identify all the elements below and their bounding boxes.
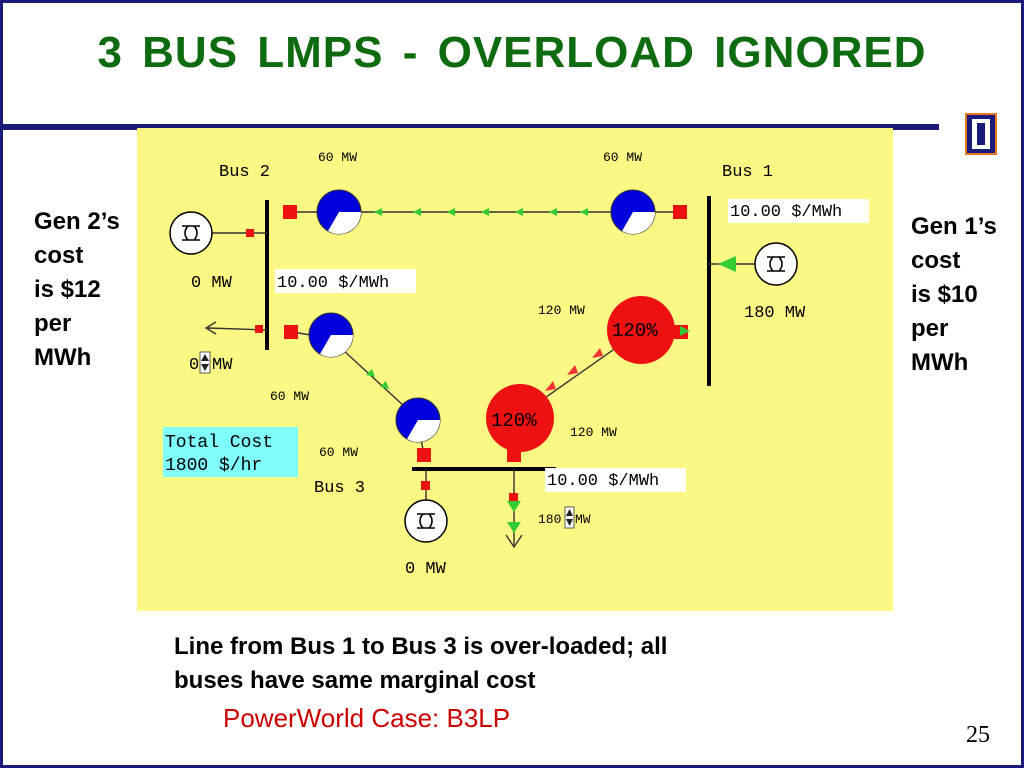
bus1-small-arrow (680, 326, 690, 336)
bus1-lmp: 10.00 $/MWh (730, 203, 842, 222)
gen2-output: 0 MW (191, 274, 233, 293)
breaker-line23-bus2[interactable] (284, 325, 298, 339)
gen1-flow-arrow (718, 256, 736, 272)
line12-pie-bus1 (610, 189, 656, 235)
bus1-label: Bus 1 (722, 163, 773, 182)
bus3-label: Bus 3 (314, 479, 365, 498)
breaker-load2[interactable] (255, 325, 263, 333)
line23-pie-bus2 (308, 312, 354, 358)
line13-flow-bus1: 120 MW (538, 303, 585, 318)
slide-title: 3 BUS LMPS - OVERLOAD IGNORED (97, 28, 927, 77)
breaker-line12-bus1[interactable] (673, 205, 687, 219)
line12-flow-bus1: 60 MW (603, 150, 642, 165)
bus2-label: Bus 2 (219, 163, 270, 182)
bus2-lmp: 10.00 $/MWh (277, 274, 389, 293)
gen2-cost-note: Gen 2’s cost is $12 per MWh (34, 208, 120, 371)
gen3-generator-icon[interactable] (404, 499, 448, 543)
total-cost-box (163, 427, 298, 477)
case-name: PowerWorld Case: B3LP (223, 703, 511, 733)
load3-spinner-icon[interactable] (564, 506, 575, 529)
line-1-3-flow-arrows (545, 348, 603, 391)
university-logo-icon (965, 113, 997, 155)
slide-caption: Line from Bus 1 to Bus 3 is over-loaded;… (174, 633, 668, 694)
gen2-generator-icon[interactable] (169, 211, 213, 255)
line-2-3-flow-arrows (366, 369, 389, 389)
total-cost-value: 1800 $/hr (165, 456, 262, 476)
load2-unit: MW (212, 356, 233, 375)
breaker-gen2[interactable] (246, 229, 254, 237)
gen1-cost-note: Gen 1’s cost is $10 per MWh (911, 213, 997, 376)
line13-flow-bus3: 120 MW (570, 425, 617, 440)
line23-flow-bus3: 60 MW (319, 445, 358, 460)
title-rule (3, 124, 939, 130)
line13-loading-bus3: 120% (491, 410, 537, 432)
breaker-line23-bus3[interactable] (417, 448, 431, 462)
load3-value: 180 (538, 512, 561, 527)
gen1-generator-icon[interactable] (754, 242, 798, 286)
line13-pie-bus3 (486, 384, 554, 452)
gen3-output: 0 MW (405, 560, 447, 579)
gen1-output: 180 MW (744, 304, 806, 323)
load2-value: 0 (189, 356, 199, 375)
breaker-load3[interactable] (509, 493, 518, 502)
page-number: 25 (966, 722, 990, 748)
line12-flow-bus2: 60 MW (318, 150, 357, 165)
breaker-line12-bus2[interactable] (283, 205, 297, 219)
line23-pie-bus3 (395, 397, 441, 443)
line23-flow-bus2: 60 MW (270, 389, 309, 404)
load2-spinner-icon[interactable] (199, 351, 211, 374)
line12-pie-bus2 (316, 189, 362, 235)
total-cost-label: Total Cost (165, 433, 273, 453)
line-1-2-flow-arrows (374, 208, 588, 216)
load2-arrow (204, 321, 217, 335)
breaker-gen3[interactable] (421, 481, 430, 490)
line13-pie-bus1 (607, 296, 675, 364)
load3-unit: MW (575, 512, 591, 527)
load3-arrows (505, 501, 523, 549)
bus3-lmp: 10.00 $/MWh (547, 472, 659, 491)
line13-loading-bus1: 120% (612, 320, 658, 342)
